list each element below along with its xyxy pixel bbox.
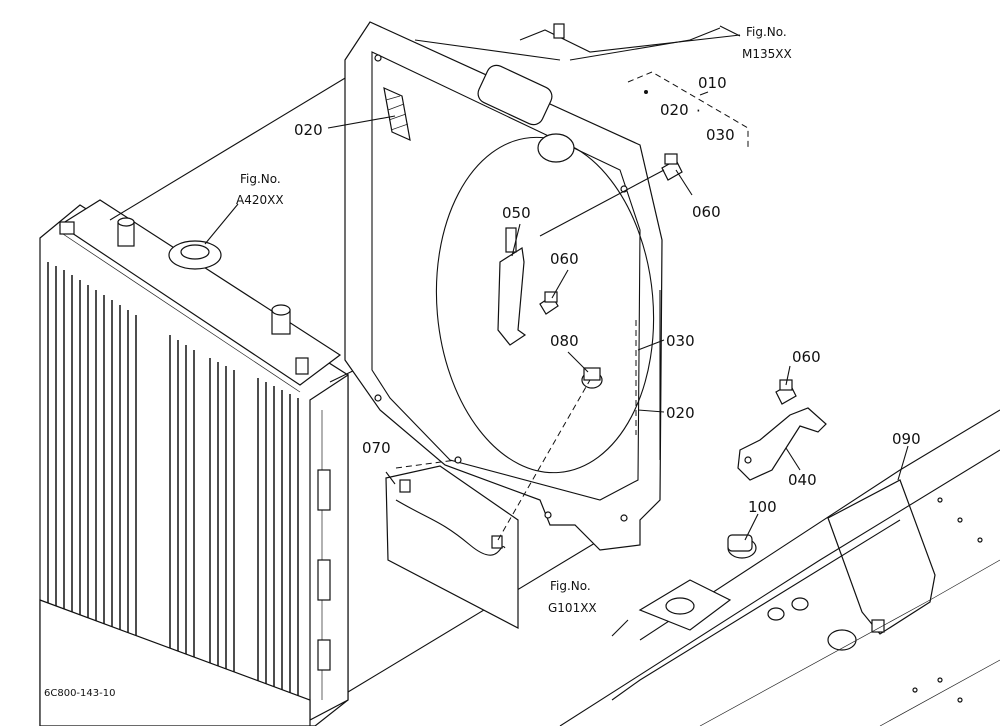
- callout-060-upper: 060: [692, 203, 721, 221]
- callout-020-set: 020: [660, 101, 689, 119]
- fig-ref-g101-code: G101XX: [548, 601, 597, 615]
- nut-080: [581, 367, 603, 389]
- bolt-060-mid: [539, 291, 559, 315]
- top-bracket: [414, 23, 741, 61]
- cover-plate-090: [827, 479, 936, 635]
- callout-050: 050: [502, 204, 531, 222]
- callout-030: 030: [666, 332, 695, 350]
- bolt-060-upper: [661, 153, 683, 181]
- callout-set-dot: ·: [696, 102, 701, 120]
- callout-020-top: 020: [294, 121, 323, 139]
- callout-090: 090: [892, 430, 921, 448]
- callout-060-mid: 060: [550, 250, 579, 268]
- bracket-050: [497, 227, 527, 346]
- callout-060-right: 060: [792, 348, 821, 366]
- fig-ref-a420-label: Fig.No.: [240, 172, 281, 186]
- fig-ref-g101-label: Fig.No.: [550, 579, 591, 593]
- callout-010: 010: [698, 74, 727, 92]
- callout-080: 080: [550, 332, 579, 350]
- radiator-core: [39, 199, 349, 726]
- bracket-040: [737, 407, 827, 481]
- fig-ref-a420-code: A420XX: [236, 193, 284, 207]
- callout-030-set: 030: [706, 126, 735, 144]
- callout-020-lower: 020: [666, 404, 695, 422]
- frame-rail: [559, 409, 1000, 726]
- stud-100: [727, 534, 757, 559]
- drawing-reference: 6C800-143-10: [44, 688, 115, 699]
- cover-plate-070: [385, 465, 519, 629]
- fig-ref-m135-code: M135XX: [742, 47, 792, 61]
- callout-070: 070: [362, 439, 391, 457]
- fig-ref-m135-label: Fig.No.: [746, 25, 787, 39]
- callout-040: 040: [788, 471, 817, 489]
- callout-100: 100: [748, 498, 777, 516]
